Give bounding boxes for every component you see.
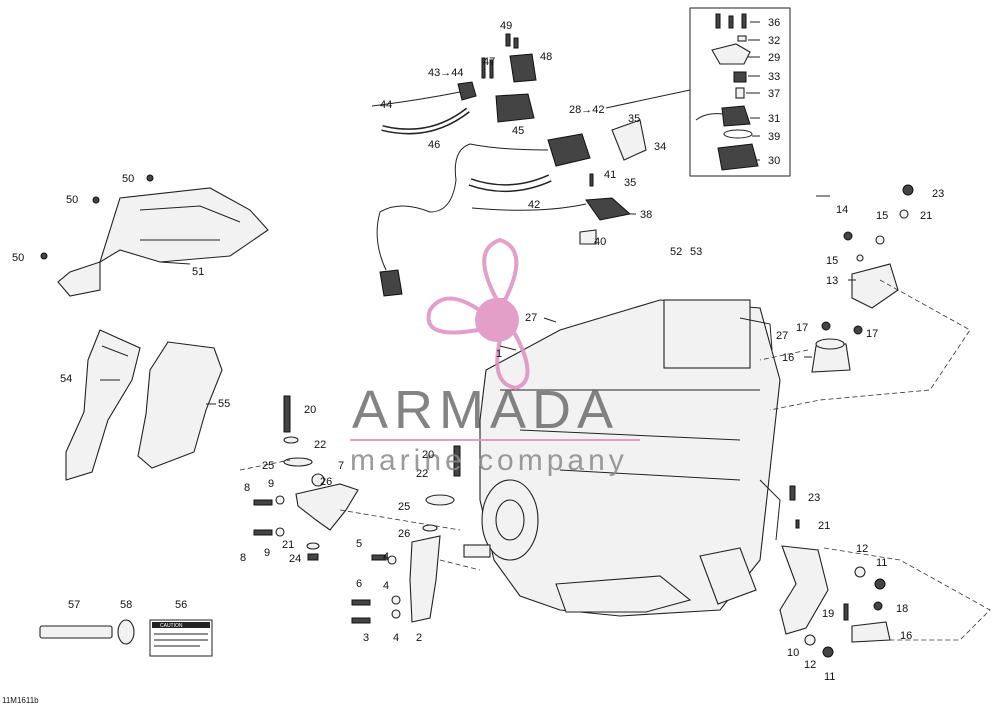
label-50-a: 50	[122, 173, 134, 185]
leader-lines	[100, 21, 856, 405]
label-2: 2	[416, 632, 422, 644]
label-11-b: 11	[824, 671, 835, 683]
label-52: 52	[670, 246, 682, 258]
label-44: 44	[380, 99, 392, 111]
left-mount-group	[239, 395, 461, 561]
label-41: 41	[604, 169, 616, 181]
label-56: 56	[175, 599, 187, 611]
label-20-b: 20	[422, 449, 434, 461]
right-mounts	[759, 184, 971, 411]
label-26-a: 26	[320, 476, 332, 488]
label-1: 1	[496, 348, 502, 360]
label-21-b: 21	[920, 210, 932, 222]
right-lower-bracket	[779, 485, 991, 658]
label-24: 24	[289, 553, 301, 565]
label-34: 34	[654, 141, 666, 153]
label-54: 54	[60, 373, 72, 385]
label-9-a: 9	[268, 478, 274, 490]
label-20-a: 20	[304, 404, 316, 416]
engine-block	[463, 299, 781, 617]
label-45: 45	[512, 125, 524, 137]
label-21-c: 21	[818, 520, 830, 532]
label-18: 18	[896, 603, 908, 615]
label-4: 4	[393, 632, 399, 644]
label-7: 7	[338, 460, 344, 472]
label-43-44: 43→44	[428, 67, 463, 79]
label-25-b: 25	[398, 501, 410, 513]
detail-box	[605, 7, 791, 177]
sensor-harness-group	[371, 33, 647, 297]
label-38: 38	[640, 209, 652, 221]
label-9-b: 9	[264, 547, 270, 559]
label-33: 33	[768, 71, 780, 83]
label-30: 30	[768, 155, 780, 167]
label-25-a: 25	[262, 460, 274, 472]
label-48: 48	[540, 51, 552, 63]
label-49: 49	[500, 20, 512, 32]
label-42: 42	[528, 199, 540, 211]
label-37: 37	[768, 88, 780, 100]
label-11-a: 11	[876, 557, 887, 569]
label-50-c: 50	[12, 252, 24, 264]
label-36: 36	[768, 17, 780, 29]
label-55: 55	[218, 398, 230, 410]
label-53: 53	[690, 246, 702, 258]
label-8-a: 8	[244, 482, 250, 494]
label-4-b: 4	[383, 580, 389, 592]
label-6: 6	[356, 578, 362, 590]
label-58: 58	[120, 599, 132, 611]
label-3: 3	[363, 632, 369, 644]
label-17-a: 17	[796, 322, 808, 334]
label-35-b: 35	[624, 177, 636, 189]
label-35-a: 35	[628, 113, 640, 125]
propeller-icon	[426, 237, 530, 391]
label-22-a: 22	[314, 439, 326, 451]
label-51: 51	[192, 266, 204, 278]
label-4-c: 4	[383, 551, 389, 563]
label-14: 14	[836, 204, 848, 216]
label-23-a: 23	[932, 188, 944, 200]
label-46: 46	[428, 139, 440, 151]
label-27-a: 27	[525, 312, 537, 324]
covers-54-55	[65, 329, 223, 481]
label-13: 13	[826, 275, 838, 287]
label-12-a: 12	[856, 543, 868, 555]
watermark-logo: ARMADA marine company	[350, 237, 640, 477]
label-27-b: 27	[776, 330, 788, 342]
label-12-b: 12	[804, 659, 816, 671]
label-15-a: 15	[876, 210, 888, 222]
label-19: 19	[822, 608, 834, 620]
label-22-b: 22	[416, 468, 428, 480]
label-23-b: 23	[808, 492, 820, 504]
label-57: 57	[68, 599, 80, 611]
label-10: 10	[787, 647, 799, 659]
label-40: 40	[594, 236, 606, 248]
drawing-code: 11M1611b	[2, 696, 39, 705]
label-31: 31	[768, 113, 780, 125]
label-5: 5	[356, 538, 362, 550]
label-16-b: 16	[900, 630, 912, 642]
label-15-b: 15	[826, 255, 838, 267]
label-17-b: 17	[866, 328, 878, 340]
label-39: 39	[768, 131, 780, 143]
label-29: 29	[768, 52, 780, 64]
label-28-42: 28→42	[569, 104, 604, 116]
watermark-subtitle: marine company	[350, 444, 628, 477]
label-32: 32	[768, 35, 780, 47]
bracket-51	[40, 174, 269, 297]
mount-2-group	[351, 445, 481, 624]
decal-caption: CAUTION	[160, 623, 183, 629]
label-21-a: 21	[282, 539, 294, 551]
label-50-b: 50	[66, 194, 78, 206]
watermark-brand: ARMADA	[352, 380, 619, 440]
accessories: CAUTION	[39, 619, 213, 657]
label-26-b: 26	[398, 528, 410, 540]
label-16-a: 16	[782, 352, 794, 364]
label-8-b: 8	[240, 552, 246, 564]
label-47: 47	[483, 56, 495, 68]
callout-labels: 1 2 3 4 5 6 7 8 9 10 11 12 13 14 15 16 1…	[2, 17, 944, 705]
